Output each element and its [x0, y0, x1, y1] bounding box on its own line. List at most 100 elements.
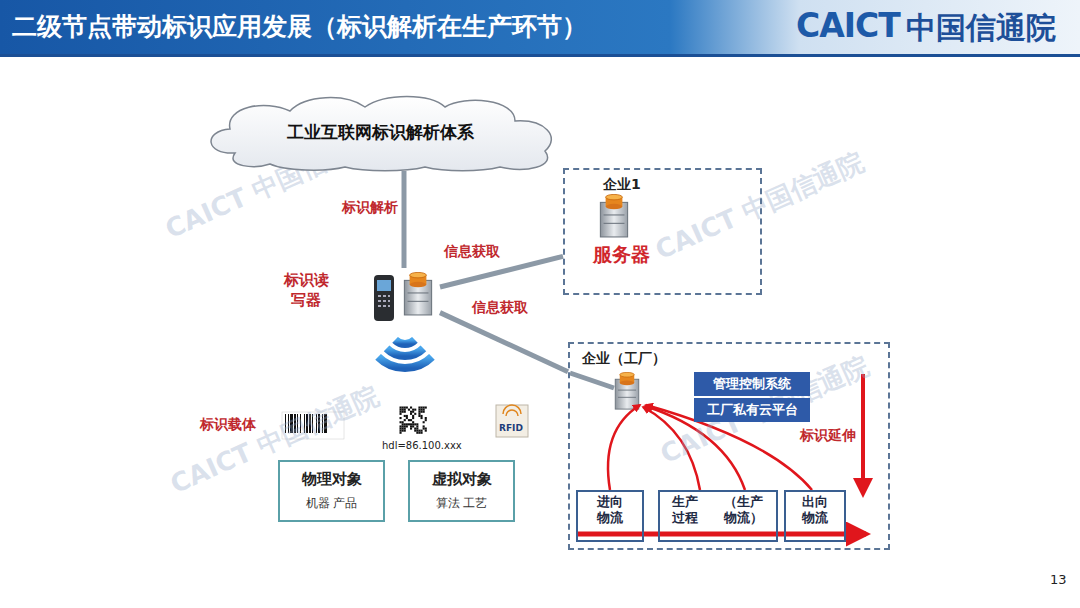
drawn-rect — [402, 421, 404, 423]
drawn-rect — [400, 432, 402, 434]
band-text: 管理控制系统 — [713, 375, 791, 393]
connector — [440, 313, 568, 372]
page-title: 二级节点带动标识应用发展（标识解析在生产环节） — [12, 10, 587, 43]
drawn-rect — [410, 419, 412, 421]
watermark: CAICT 中国信通院 — [650, 145, 870, 268]
drawn-rect — [378, 295, 381, 297]
drawn-rect — [374, 275, 394, 321]
drawn-rect — [400, 409, 402, 411]
drawn-rect — [414, 413, 416, 415]
box-heading: 虚拟对象 — [432, 470, 492, 489]
drawn-rect — [410, 425, 412, 427]
drawn-rect — [402, 430, 404, 432]
connector — [402, 171, 407, 268]
drawn-rect — [418, 409, 420, 411]
box-text: 算法 工艺 — [436, 495, 488, 512]
drawn-rect — [400, 421, 402, 423]
box-heading: 物理对象 — [302, 470, 362, 489]
drawn-rect — [414, 423, 416, 425]
logo-name: 中国信通院 — [906, 8, 1056, 49]
drawn-path — [608, 405, 640, 490]
cloud-title: 工业互联网标识解析体系 — [287, 121, 474, 144]
rfid-wave — [506, 410, 518, 416]
connector — [440, 256, 563, 287]
drawn-path — [211, 97, 551, 171]
drawn-rect — [400, 425, 402, 427]
drawn-rect — [410, 413, 412, 415]
drawn-rect — [0, 598, 1080, 608]
drawn-rect — [402, 407, 404, 409]
extension-label: 标识延伸 — [800, 427, 856, 445]
drawn-rect — [412, 425, 414, 427]
drawn-rect — [410, 423, 412, 425]
drawn-rect — [421, 432, 423, 434]
handle-text: hdl=86.100.xxx — [382, 440, 462, 451]
logistics-arrow — [578, 532, 866, 537]
drawn-rect — [404, 415, 406, 417]
drawn-rect — [404, 411, 406, 413]
system-band: 管理控制系统 — [694, 372, 810, 396]
qr-ground — [398, 405, 428, 435]
process-box: 进向 物流 — [576, 490, 644, 542]
text-holder: 信息获取 — [442, 243, 502, 261]
process-box: 出向 物流 — [784, 490, 846, 542]
drawn-rect — [418, 432, 420, 434]
reader-node: 标识读写器 — [368, 268, 440, 324]
drawn-rect — [404, 407, 406, 409]
drawn-rect — [402, 425, 404, 427]
text-holder: 中国信通院 — [906, 8, 1056, 49]
drawn-rect — [378, 305, 381, 307]
drawn-rect — [425, 417, 427, 419]
text-holder: 标识载体 — [200, 416, 256, 434]
box-heading: 企业（工厂） — [582, 350, 666, 368]
reader-label: 标识读写器 — [282, 270, 330, 311]
logo-mark: CAICT — [796, 6, 900, 45]
drawn-rect — [404, 430, 406, 432]
drawn-rect — [388, 300, 390, 302]
drawn-rect — [421, 407, 423, 409]
drawn-rect — [406, 417, 408, 419]
text-holder: 标识延伸 — [800, 427, 856, 445]
text-holder: 信息获取 — [470, 299, 530, 317]
extension-arrow — [861, 374, 865, 494]
drawn-rect — [425, 407, 427, 409]
drawn-rect — [406, 423, 408, 425]
rfid-wave — [503, 405, 521, 414]
drawn-rect — [388, 295, 390, 297]
drawn-rect — [416, 430, 418, 432]
drawn-rect — [400, 417, 402, 419]
drawn-path — [378, 357, 432, 368]
drawn-rect — [412, 417, 414, 419]
drawn-rect — [423, 428, 425, 430]
server-icon — [600, 194, 627, 237]
drawn-rect — [388, 305, 390, 307]
drawn-rect — [425, 430, 427, 432]
drawn-rect — [421, 411, 423, 413]
text-holder: 标识解析 — [340, 199, 400, 217]
drawn-rect — [423, 425, 425, 427]
drawn-path — [387, 348, 424, 356]
drawn-rect — [418, 407, 420, 409]
drawn-rect — [423, 409, 425, 411]
text-holder: 二级节点带动标识应用发展（标识解析在生产环节） — [12, 10, 587, 43]
object-box: 虚拟对象算法 工艺 — [408, 460, 515, 522]
box-text: 生产 过程 — [671, 494, 700, 525]
drawn-rect — [402, 411, 404, 413]
drawn-rect — [402, 409, 404, 411]
drawn-rect — [412, 415, 414, 417]
drawn-rect — [425, 419, 427, 421]
drawn-rect — [408, 423, 410, 425]
drawn-rect — [423, 421, 425, 423]
server-icon — [615, 372, 639, 409]
drawn-rect — [421, 409, 423, 411]
drawn-rect — [421, 430, 423, 432]
server-icon — [404, 272, 431, 315]
cloud-node: 工业互联网标识解析体系 — [195, 93, 565, 171]
drawn-rect — [416, 432, 418, 434]
edge-label: 信息获取 — [470, 299, 530, 317]
drawn-rect — [418, 413, 420, 415]
drawn-rect — [416, 423, 418, 425]
carrier-label: 标识载体 — [200, 416, 256, 434]
